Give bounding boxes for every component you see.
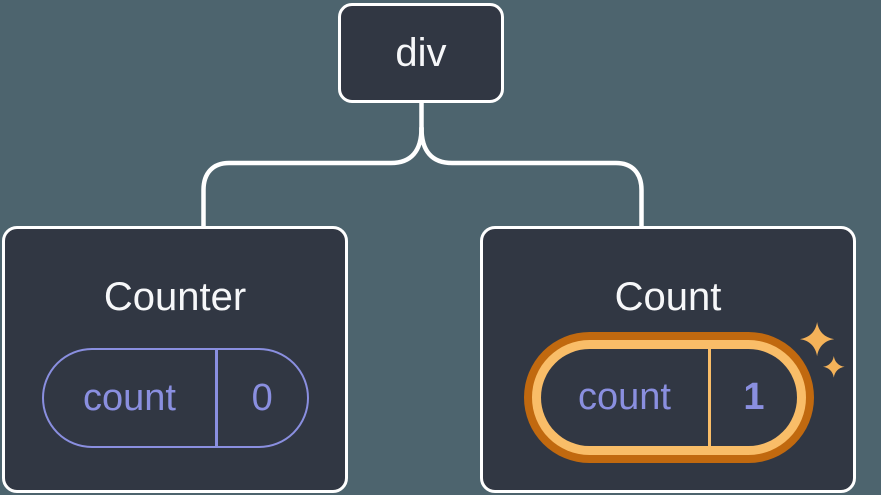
component-card-count: Count count 1 bbox=[480, 226, 856, 493]
state-pill: count 0 bbox=[42, 348, 309, 448]
component-title: Counter bbox=[103, 275, 247, 319]
component-title: Count bbox=[614, 275, 722, 319]
state-value: 0 bbox=[251, 376, 273, 419]
state-pill-highlighted: count 1 bbox=[524, 332, 814, 463]
connector-branch-left bbox=[201, 125, 424, 230]
pill-divider bbox=[215, 350, 218, 446]
tree-node-div: div bbox=[338, 3, 504, 103]
pill-divider bbox=[708, 349, 711, 446]
state-key-label: count bbox=[83, 376, 176, 419]
component-card-counter: Counter count 0 bbox=[2, 226, 348, 493]
state-key-label: count bbox=[578, 376, 671, 418]
state-value: 1 bbox=[743, 376, 765, 418]
connector-branch-right bbox=[419, 125, 644, 230]
tree-node-label: div bbox=[395, 30, 447, 75]
state-pill-core: count 1 bbox=[541, 349, 797, 446]
highlight-ring: count 1 bbox=[532, 340, 806, 455]
